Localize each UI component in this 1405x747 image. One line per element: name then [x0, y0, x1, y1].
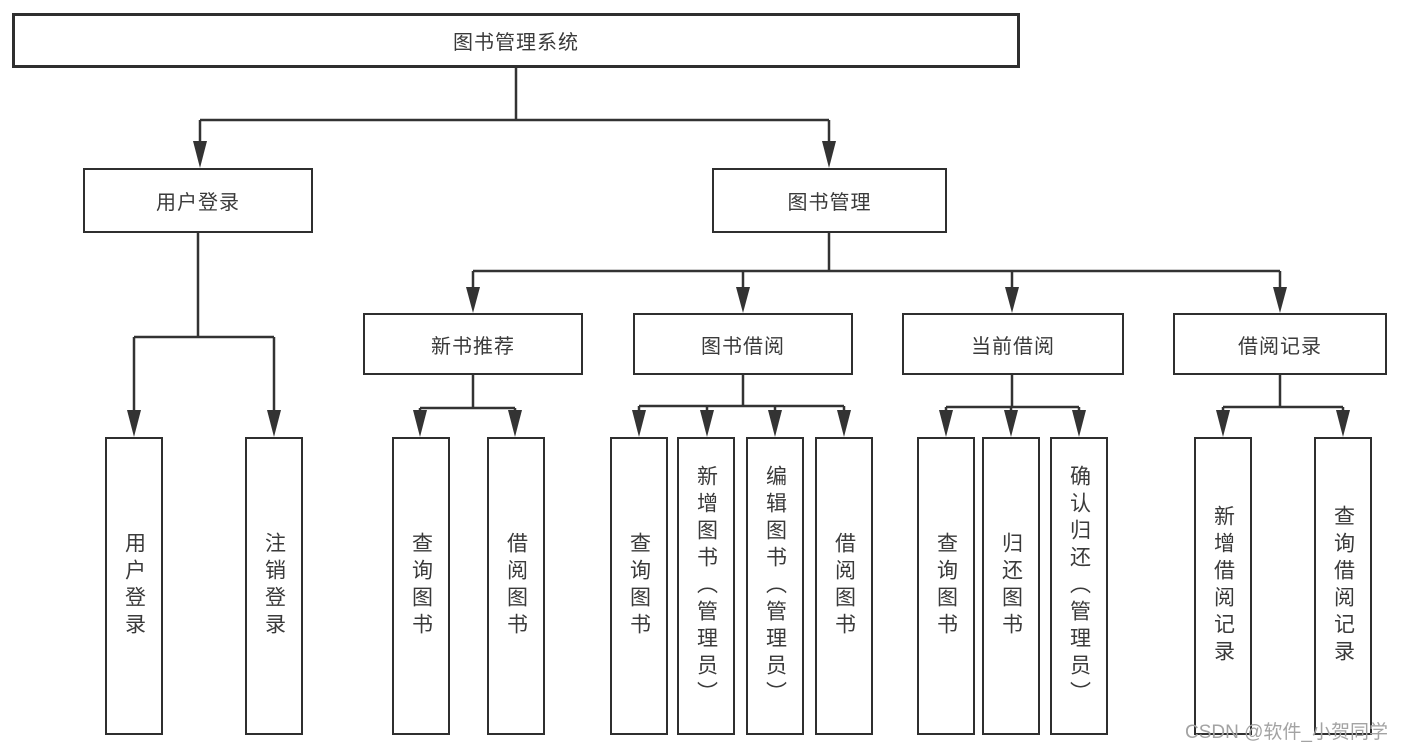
node-book-borrow: 图书借阅	[633, 313, 853, 375]
leaf-user-login-label: 用户登录	[122, 532, 146, 640]
csdn-watermark: CSDN @软件_小贺同学	[1185, 722, 1388, 743]
leaf-return-book: 归还图书	[982, 437, 1040, 735]
node-borrow-record-label: 借阅记录	[1238, 335, 1322, 358]
leaf-borrow-book-1-label: 借阅图书	[504, 532, 528, 640]
node-current-borrow-label: 当前借阅	[971, 335, 1055, 358]
leaf-query-book-3-label: 查询图书	[934, 532, 958, 640]
leaf-edit-book-admin-label: 编辑图书（管理员）	[763, 464, 787, 708]
leaf-user-login: 用户登录	[105, 437, 163, 735]
leaf-confirm-return-admin-label: 确认归还（管理员）	[1067, 464, 1091, 708]
leaf-edit-book-admin: 编辑图书（管理员）	[746, 437, 804, 735]
leaf-query-borrow-record-label: 查询借阅记录	[1331, 505, 1355, 667]
node-book-management: 图书管理	[712, 168, 947, 233]
leaf-query-book-1-label: 查询图书	[409, 532, 433, 640]
leaf-add-borrow-record: 新增借阅记录	[1194, 437, 1252, 735]
leaf-borrow-book-2: 借阅图书	[815, 437, 873, 735]
node-new-book-recommend: 新书推荐	[363, 313, 583, 375]
node-root: 图书管理系统	[12, 13, 1020, 68]
node-new-book-recommend-label: 新书推荐	[431, 335, 515, 358]
leaf-return-book-label: 归还图书	[999, 532, 1023, 640]
leaf-add-borrow-record-label: 新增借阅记录	[1211, 505, 1235, 667]
leaf-logout: 注销登录	[245, 437, 303, 735]
leaf-query-book-2-label: 查询图书	[627, 532, 651, 640]
leaf-borrow-book-1: 借阅图书	[487, 437, 545, 735]
leaf-confirm-return-admin: 确认归还（管理员）	[1050, 437, 1108, 735]
leaf-query-book-1: 查询图书	[392, 437, 450, 735]
node-current-borrow: 当前借阅	[902, 313, 1124, 375]
node-book-management-label: 图书管理	[787, 192, 872, 214]
node-user-login-label: 用户登录	[156, 192, 240, 214]
leaf-query-borrow-record: 查询借阅记录	[1314, 437, 1372, 735]
leaf-borrow-book-2-label: 借阅图书	[832, 532, 856, 640]
leaf-query-book-2: 查询图书	[610, 437, 668, 735]
node-book-borrow-label: 图书借阅	[701, 335, 785, 358]
leaf-query-book-3: 查询图书	[917, 437, 975, 735]
leaf-add-book-admin: 新增图书（管理员）	[677, 437, 735, 735]
leaf-logout-label: 注销登录	[262, 532, 286, 640]
node-borrow-record: 借阅记录	[1173, 313, 1387, 375]
leaf-add-book-admin-label: 新增图书（管理员）	[694, 464, 718, 708]
node-user-login: 用户登录	[83, 168, 313, 233]
node-root-label: 图书管理系统	[453, 32, 579, 54]
